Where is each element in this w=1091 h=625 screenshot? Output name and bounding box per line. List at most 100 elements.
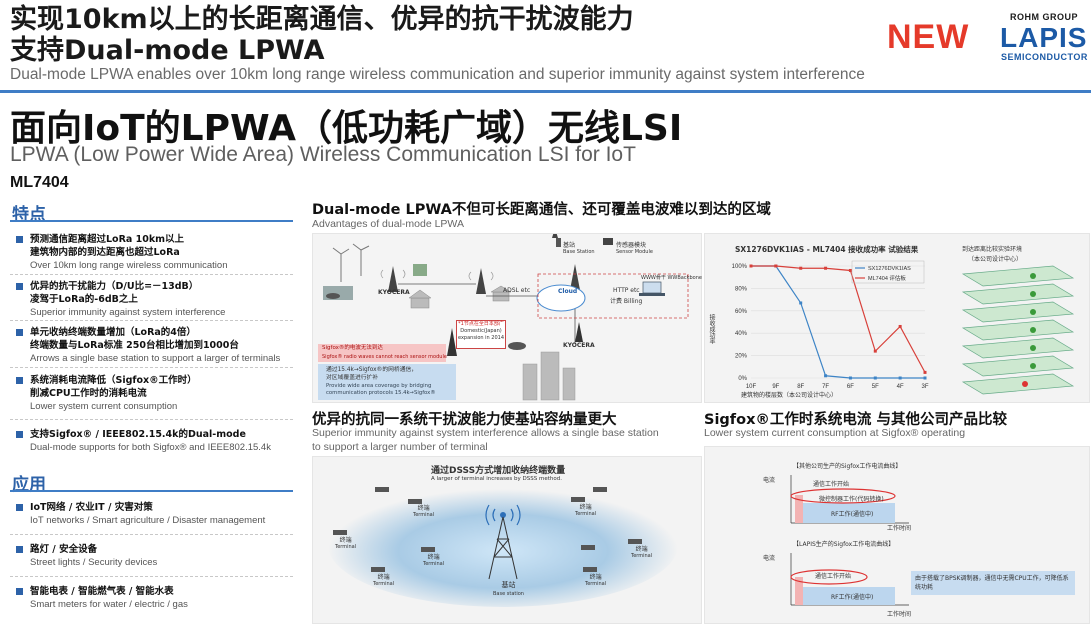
product-subtitle: LPWA (Low Power Wide Area) Wireless Comm…: [10, 143, 636, 166]
dualmode-section-subtitle: Advantages of dual-mode LPWA: [312, 218, 464, 230]
chart-xtick-label: 3F: [921, 384, 928, 390]
chart-data-point: [923, 370, 927, 374]
header-title-line2: 支持Dual-mode LPWA: [10, 35, 325, 66]
feature-immunity-cn1: 优异的抗干扰能力（D/U比=－13dB）: [16, 280, 301, 293]
axis-time-label: 工作时间: [887, 611, 912, 618]
brand-label: KYOCERA: [563, 342, 595, 349]
callout-box: *1节点在全日本部广 Domestic(Japan) expansion in …: [456, 320, 506, 349]
interference-sub1: Superior immunity against system interfe…: [312, 427, 659, 439]
chart-ytick-label: 80%: [735, 286, 748, 292]
dsss-title: 通过DSSS方式增加收纳终端数量: [431, 466, 566, 476]
chart-ylabel: 接收成功率: [708, 314, 715, 344]
reception-chart-panel: SX1276DVK1IAS - ML7404 接收成功率 试验结果 100% 80…: [704, 233, 1090, 403]
feature-separator: [10, 367, 293, 368]
interference-section-title: 优异的抗同一系统干扰波能力使基站容纳量更大: [312, 412, 617, 428]
header-divider: [0, 90, 1091, 93]
chart-title: SX1276DVK1IAS - ML7404 接收成功率 试验结果: [735, 245, 919, 254]
comm-start-label: 通信工作开始: [813, 481, 850, 488]
chart-xtick-label: 8F: [797, 384, 804, 390]
other-curve-title: 【其他公司生产的Sigfox工作电流曲线】: [793, 463, 902, 470]
application-item-iot: IoT网络 / 农业IT / 灾害对策 IoT networks / Smart…: [16, 501, 301, 527]
current-comparison-panel: 【其他公司生产的Sigfox工作电流曲线】 电流 通信工作开始 微控制器工作(代…: [704, 446, 1090, 624]
chart-series-line: [751, 265, 925, 379]
label-adsl: ADSL etc: [503, 287, 531, 294]
application-iot-cn: IoT网络 / 农业IT / 灾害对策: [16, 501, 301, 514]
chart-xtick-label: 10F: [746, 384, 757, 390]
header-title-line1: 实现10km以上的长距离通信、优异的抗干扰波能力: [10, 4, 634, 35]
axis-time-label: 工作时间: [887, 525, 912, 532]
feature-separator: [10, 419, 293, 420]
building-floors-illustration: [961, 265, 1075, 395]
chart-xtick-label: 9F: [772, 384, 779, 390]
feature-item-range: 预测通信距离超过LoRa 10km以上 建筑物内部的到达距离也超过LoRa Ov…: [16, 233, 301, 272]
features-divider: [10, 220, 293, 222]
header-subtitle: Dual-mode LPWA enables over 10km long ra…: [10, 66, 865, 83]
feature-immunity-cn2: 凌驾于LoRa的-6dB之上: [30, 294, 138, 305]
chart-xlabel: 建筑物的楼层数（本公司设计中心）: [741, 392, 838, 399]
chart-data-point: [898, 324, 902, 328]
lapis-current-curve: [790, 553, 909, 606]
chart-data-point: [923, 376, 927, 380]
chart-ytick-label: 100%: [732, 264, 748, 270]
new-badge: NEW: [887, 18, 970, 56]
feature-item-dualmode: 支持Sigfox® / IEEE802.15.4k的Dual-mode Dual…: [16, 428, 301, 454]
rf-working-label: RF工作(通信中): [831, 594, 874, 601]
label-www: WWW骨干 WWBackbone: [641, 275, 702, 281]
logo-rohm-group: ROHM GROUP: [1010, 12, 1078, 22]
blue-note: 通过15.4k→Sigfox®的网桥通信， 对区域覆盖进行扩补 Provide …: [318, 364, 456, 400]
axis-current-label: 电流: [763, 477, 776, 484]
dualmode-section-title: Dual-mode LPWA不但可长距离通信、还可覆盖电波难以到达的区域: [312, 202, 771, 218]
feature-dualmode-cn1: 支持Sigfox® / IEEE802.15.4k的Dual-mode: [16, 428, 301, 441]
chart-xtick-label: 7F: [822, 384, 829, 390]
header-title: 实现10km以上的长距离通信、优异的抗干扰波能力 支持Dual-mode LPW…: [10, 4, 634, 66]
product-title: 面向IoT的LPWA（低功耗广域）无线LSI: [10, 108, 683, 149]
lapis-curve-title: 【LAPIS生产的Sigfox工作电流曲线】: [793, 541, 895, 548]
axis-current-label: 电流: [763, 555, 776, 562]
feature-item-current: 系统消耗电流降低（Sigfox®工作时） 削减CPU工作时的消耗电流 Lower…: [16, 374, 301, 413]
feature-terminals-cn1: 单元收纳终端数量增加（LoRa的4倍）: [16, 326, 301, 339]
logo-lapis: LAPIS: [1000, 22, 1088, 53]
chart-data-point: [774, 264, 778, 268]
chart-data-point: [898, 376, 902, 380]
application-separator: [10, 576, 293, 577]
feature-terminals-en: Arrows a single base station to support …: [30, 353, 281, 364]
chart-data-point: [799, 266, 803, 270]
dsss-subtitle: A larger of terminal increases by DSSS m…: [431, 476, 562, 482]
chart-data-point: [848, 376, 852, 380]
chart-xtick-label: 5F: [872, 384, 879, 390]
feature-range-cn1: 预测通信距离超过LoRa 10km以上: [16, 233, 301, 246]
chart-data-point: [824, 266, 828, 270]
chart-ytick-label: 20%: [735, 354, 748, 360]
application-item-meters: 智能电表 / 智能燃气表 / 智能水表 Smart meters for wat…: [16, 585, 301, 611]
interference-sub2: to support a larger number of terminal: [312, 441, 488, 453]
feature-current-cn2: 削减CPU工作时的消耗电流: [30, 388, 147, 399]
chart-xtick-label: 4F: [897, 384, 904, 390]
application-street-cn: 路灯 / 安全设备: [16, 543, 301, 556]
application-item-street: 路灯 / 安全设备 Street lights / Security devic…: [16, 543, 301, 569]
application-separator: [10, 534, 293, 535]
dsss-diagram: 通过DSSS方式增加收纳终端数量 A larger of terminal in…: [312, 456, 702, 624]
feature-current-cn1: 系统消耗电流降低（Sigfox®工作时）: [16, 374, 301, 387]
feature-terminals-cn2: 终端数量与LoRa标准 250台相比增加到1000台: [30, 340, 239, 351]
mcu-working-label: 微控制器工作(代码转换): [819, 496, 884, 503]
feature-range-en: Over 10km long range wireless communicat…: [30, 260, 228, 271]
feature-range-cn2: 建筑物内部的到达距离也超过LoRa: [30, 247, 180, 258]
chart-data-point: [873, 376, 877, 380]
feature-immunity-en: Superior immunity against system interfe…: [30, 307, 226, 318]
current-section-title: Sigfox®工作时系统电流 与其他公司产品比较: [704, 412, 1007, 428]
application-meters-en: Smart meters for water / electric / gas: [30, 599, 188, 610]
terminal-icons: [333, 487, 642, 572]
feature-item-terminals: 单元收纳终端数量增加（LoRa的4倍） 终端数量与LoRa标准 250台相比增加…: [16, 326, 301, 365]
chart-series-line: [751, 265, 926, 373]
chart-legend-box: [851, 260, 925, 284]
rf-working-label: RF工作(通信中): [831, 511, 874, 518]
chart-data-point: [848, 268, 852, 272]
wind-turbine-icon: [332, 243, 370, 282]
